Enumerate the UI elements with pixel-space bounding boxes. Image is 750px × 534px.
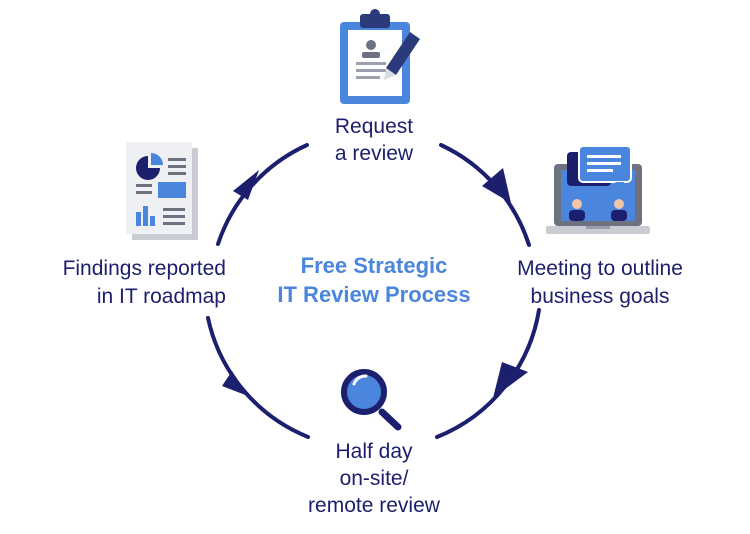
step-review: Half day on-site/ remote review (308, 369, 441, 517)
center-title-line2: IT Review Process (277, 282, 470, 307)
step-findings: Findings reported in IT roadmap (63, 142, 226, 308)
step-findings-label-2: in IT roadmap (97, 285, 226, 308)
clipboard-pen-icon (340, 9, 420, 104)
step-request-label-2: a review (335, 142, 414, 165)
magnifier-icon (341, 369, 402, 431)
step-review-label-2: on-site/ (340, 467, 409, 490)
laptop-chat-icon (546, 145, 650, 234)
arrowhead-top-right (482, 168, 511, 203)
arc-bottom-left (206, 316, 310, 439)
step-meeting: Meeting to outline business goals (517, 145, 683, 308)
step-request-label-1: Request (335, 115, 413, 138)
arc-top-right (439, 143, 531, 247)
step-request: Request a review (335, 9, 420, 165)
cycle-arrowheads (222, 168, 528, 398)
arrowhead-bottom-right (493, 362, 528, 398)
step-meeting-label-2: business goals (531, 285, 670, 308)
center-title-line1: Free Strategic (301, 253, 448, 278)
arc-top-left (216, 143, 309, 246)
report-document-icon (126, 142, 198, 240)
step-review-label-3: remote review (308, 494, 441, 517)
arrowhead-top-left (233, 170, 259, 200)
step-meeting-label-1: Meeting to outline (517, 257, 683, 280)
step-review-label-1: Half day (335, 440, 413, 463)
arrowhead-bottom-left (222, 371, 248, 396)
step-findings-label-1: Findings reported (63, 257, 226, 280)
